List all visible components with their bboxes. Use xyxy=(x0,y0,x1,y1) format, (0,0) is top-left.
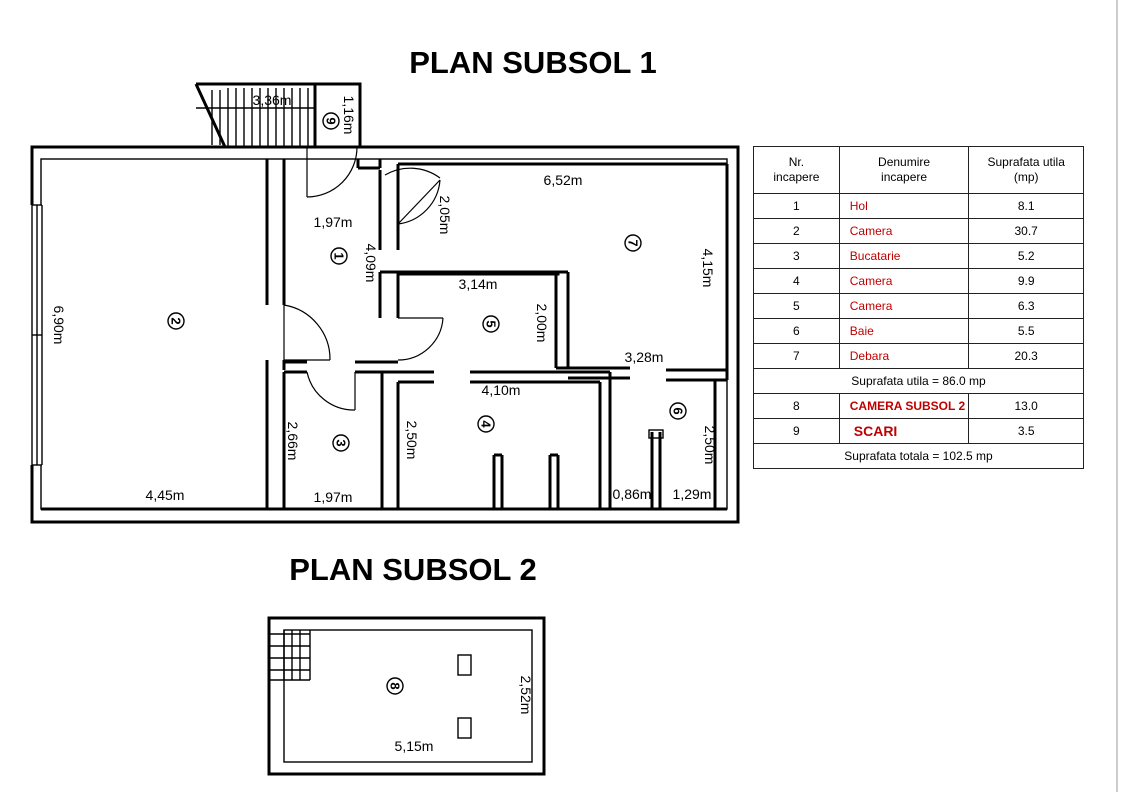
dim-hall-height: 4,09m xyxy=(363,244,379,283)
room-marker-9: 9 xyxy=(322,112,340,130)
svg-text:1: 1 xyxy=(332,252,347,259)
dim-room6-width-a: 0,86m xyxy=(613,486,652,502)
dim-room5-width: 3,14m xyxy=(459,276,498,292)
plan-subsol-2: 5,15m 2,52m 8 xyxy=(267,616,546,776)
room-marker-4: 4 xyxy=(477,415,495,433)
dim-room3-width: 1,97m xyxy=(314,489,353,505)
outer-wall xyxy=(30,145,740,524)
svg-text:8: 8 xyxy=(388,682,403,689)
dim-hall-width: 1,97m xyxy=(314,214,353,230)
column-upper xyxy=(457,654,472,676)
room-marker-1: 1 xyxy=(330,247,348,265)
dim-room6-height: 2,50m xyxy=(702,426,718,465)
room-marker-6: 6 xyxy=(669,402,687,420)
svg-text:3: 3 xyxy=(334,439,349,446)
svg-text:5: 5 xyxy=(484,320,499,327)
dim-room4-height: 2,50m xyxy=(404,421,420,460)
svg-text:4: 4 xyxy=(479,420,494,428)
dim-stair-width: 3,36m xyxy=(253,92,292,108)
dim-room3-height: 2,66m xyxy=(285,422,301,461)
room-marker-7: 7 xyxy=(624,234,642,252)
header-nr: Nr.incapere xyxy=(753,146,840,194)
svg-text:2: 2 xyxy=(169,317,184,324)
dim-room2-height: 6,90m xyxy=(51,306,67,345)
dim-room7-height: 4,15m xyxy=(700,249,716,288)
dim-door-height: 2,05m xyxy=(437,196,453,235)
dim-room4-width: 4,10m xyxy=(482,382,521,398)
subtotal-row: Suprafata utila = 86.0 mp xyxy=(753,368,1084,394)
plan-subsol-1-title: PLAN SUBSOL 1 xyxy=(409,45,656,80)
svg-text:6: 6 xyxy=(671,407,686,414)
inner-wall xyxy=(40,158,728,510)
stairs-top xyxy=(194,82,362,148)
header-area: Suprafata utila(mp) xyxy=(968,146,1084,194)
room8-inner-wall xyxy=(283,629,533,763)
dim-room8-height: 2,52m xyxy=(518,676,534,715)
dim-room7-width: 6,52m xyxy=(544,172,583,188)
svg-text:9: 9 xyxy=(324,117,339,124)
dim-stair-depth: 1,16m xyxy=(341,96,357,135)
svg-text:7: 7 xyxy=(626,239,641,246)
room-marker-8: 8 xyxy=(386,677,404,695)
total-row: Suprafata totala = 102.5 mp xyxy=(753,443,1084,469)
column-lower xyxy=(457,717,472,739)
dim-room2-width: 4,45m xyxy=(146,487,185,503)
dim-room6-width-b: 1,29m xyxy=(673,486,712,502)
room-marker-3: 3 xyxy=(332,434,350,452)
room-marker-2: 2 xyxy=(167,312,185,330)
dim-room8-width: 5,15m xyxy=(395,738,434,754)
plan-subsol-2-title: PLAN SUBSOL 2 xyxy=(289,552,536,587)
dim-room5-height: 2,00m xyxy=(534,304,550,343)
stairs-subsol-2 xyxy=(269,630,311,681)
room-marker-5: 5 xyxy=(482,315,500,333)
room8-outer-wall xyxy=(267,616,546,776)
plan-subsol-1: 3,36m 1,16m 4,45m 6,90m 1,97m 4,09m 2,05… xyxy=(30,82,740,524)
dim-room7-lower-width: 3,28m xyxy=(625,349,664,365)
